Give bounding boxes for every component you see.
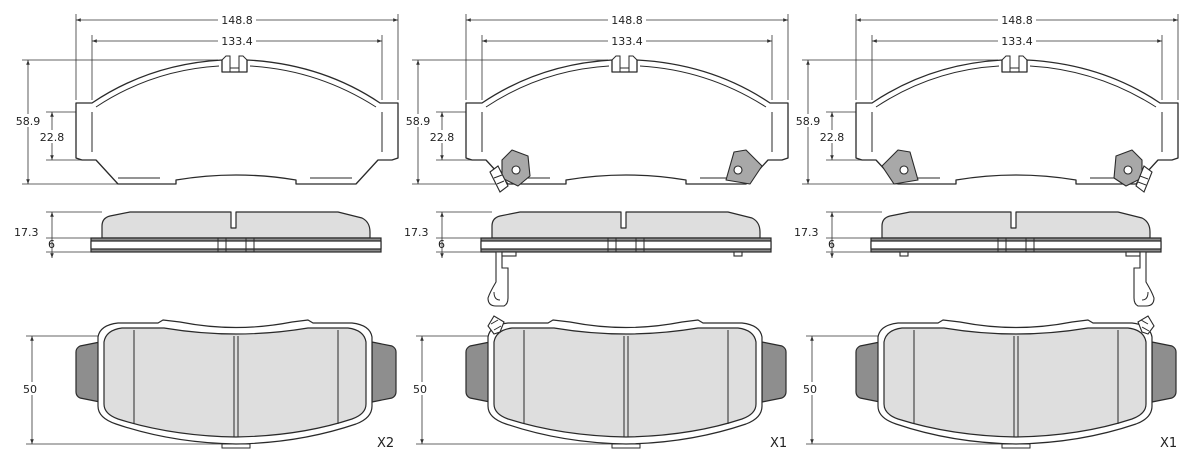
quantity-label: X1 xyxy=(770,436,787,451)
wear-indicator-face-left xyxy=(487,315,505,335)
wear-indicator-side-left xyxy=(899,251,909,257)
panel-2: 148.8 133.4 58.9 22.8 xyxy=(402,13,789,451)
dim-total-thickness: 17.3 xyxy=(14,211,102,258)
dim-inner-length: 133.4 xyxy=(481,34,773,100)
dim-inner-length-label: 133.4 xyxy=(611,35,643,48)
dim-inner-length: 133.4 xyxy=(91,34,383,100)
panel-1: 148.8 133.4 58.9 22.8 xyxy=(12,13,399,451)
dim-backplate-thickness: 6 xyxy=(436,237,481,251)
dim-tab-height-label: 22.8 xyxy=(430,131,455,144)
quantity-label: X2 xyxy=(377,436,394,451)
dim-tab-height-label: 22.8 xyxy=(40,131,65,144)
pad-side-view xyxy=(90,211,382,253)
backplate-profile-view xyxy=(75,55,399,185)
wear-indicator-clip-right xyxy=(725,149,763,185)
dim-inner-length-label: 133.4 xyxy=(1001,35,1033,48)
dim-overall-height: 58.9 xyxy=(402,59,608,185)
dim-pad-height: 50 xyxy=(798,335,1006,445)
dim-overall-height-label: 58.9 xyxy=(406,115,431,128)
dim-inner-length-label: 133.4 xyxy=(221,35,253,48)
wear-indicator-face-right xyxy=(1137,315,1155,335)
dim-inner-length: 133.4 xyxy=(871,34,1163,100)
dim-overall-length-label: 148.8 xyxy=(221,14,253,27)
dim-backplate-thickness: 6 xyxy=(46,237,91,251)
dim-total-thickness-label: 17.3 xyxy=(14,226,39,239)
panel-3: 148.8 133.4 58.9 22.8 xyxy=(792,13,1179,451)
dim-overall-height-label: 58.9 xyxy=(796,115,821,128)
wear-indicator-clip-left xyxy=(881,149,919,185)
dim-pad-height-label: 50 xyxy=(413,383,427,396)
dim-overall-length-label: 148.8 xyxy=(1001,14,1033,27)
quantity-label: X1 xyxy=(1160,436,1177,451)
dim-pad-height: 50 xyxy=(408,335,616,445)
wear-indicator-clip-right xyxy=(1113,149,1153,193)
pad-friction-face-view xyxy=(75,319,397,449)
dim-total-thickness-label: 17.3 xyxy=(794,226,819,239)
pad-friction-face-view xyxy=(855,319,1177,449)
pad-side-view xyxy=(870,211,1162,253)
dim-overall-height: 58.9 xyxy=(792,59,998,185)
wear-indicator-side-right xyxy=(733,251,743,257)
dim-overall-height-label: 58.9 xyxy=(16,115,41,128)
dim-backplate-thickness-label: 6 xyxy=(48,238,55,251)
dim-pad-height-label: 50 xyxy=(803,383,817,396)
dim-overall-length: 148.8 xyxy=(75,13,399,100)
dim-backplate-thickness-label: 6 xyxy=(438,238,445,251)
dim-tab-height: 22.8 xyxy=(36,111,82,161)
dim-backplate-thickness: 6 xyxy=(826,237,871,251)
dim-total-thickness: 17.3 xyxy=(794,211,882,258)
dim-tab-height-label: 22.8 xyxy=(820,131,845,144)
dim-overall-height: 58.9 xyxy=(12,59,218,185)
dim-overall-length: 148.8 xyxy=(855,13,1179,100)
dim-total-thickness: 17.3 xyxy=(404,211,492,258)
dim-pad-height: 50 xyxy=(18,335,226,445)
wear-indicator-side-right xyxy=(1125,251,1155,307)
dim-tab-height: 22.8 xyxy=(426,111,472,161)
dim-pad-height-label: 50 xyxy=(23,383,37,396)
dim-backplate-thickness-label: 6 xyxy=(828,238,835,251)
wear-indicator-side-left xyxy=(487,251,517,307)
dim-overall-length-label: 148.8 xyxy=(611,14,643,27)
dim-total-thickness-label: 17.3 xyxy=(404,226,429,239)
wear-indicator-clip-left xyxy=(489,149,531,193)
pad-friction-face-view xyxy=(465,319,787,449)
pad-side-view xyxy=(480,211,772,253)
dim-overall-length: 148.8 xyxy=(465,13,789,100)
dim-tab-height: 22.8 xyxy=(816,111,862,161)
